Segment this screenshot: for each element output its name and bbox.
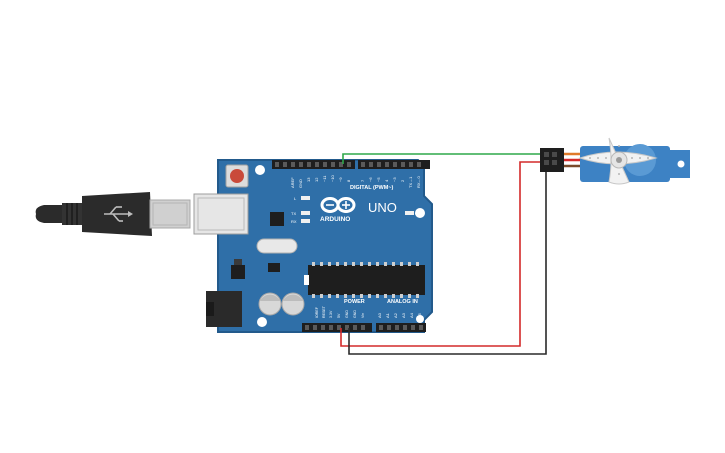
svg-text:A5: A5 xyxy=(417,312,422,318)
atmega-microcontroller-chip xyxy=(304,262,425,298)
status-leds: L TX RX ON xyxy=(291,196,421,224)
led-tx-label: TX xyxy=(291,211,296,216)
pin-label: ~6 xyxy=(368,177,373,182)
mounting-hole xyxy=(416,315,424,323)
analog-pin-labels: A0 A1 A2 A3 A4 A5 xyxy=(377,312,422,318)
mounting-hole xyxy=(415,208,425,218)
pin-label: 8 xyxy=(346,179,351,182)
pin-label: 2 xyxy=(400,179,405,182)
usb-plug-metal xyxy=(149,199,191,229)
usb-cable[interactable] xyxy=(35,192,191,236)
digital-pin-labels: AREF GND 13 12 ~11 ~10 ~9 8 7 ~6 ~5 4 ~3… xyxy=(290,174,421,188)
power-section-label: POWER xyxy=(344,299,365,305)
led-rx-label: RX xyxy=(291,219,297,224)
digital-pwm-label: DIGITAL (PWM~) xyxy=(350,185,394,191)
power-wire-5v[interactable] xyxy=(340,161,542,347)
svg-text:3.3V: 3.3V xyxy=(329,310,333,318)
pin-label: 4 xyxy=(384,179,389,182)
led-on-label: ON xyxy=(415,211,421,216)
svg-text:A1: A1 xyxy=(385,312,390,318)
voltage-regulator xyxy=(231,265,245,279)
analog-in-section-label: ANALOG IN xyxy=(387,299,418,305)
micro-servo[interactable] xyxy=(540,137,690,185)
led-l-label: L xyxy=(294,196,297,201)
reset-button[interactable] xyxy=(225,164,249,188)
small-component xyxy=(268,263,280,272)
pin-label: TX→1 xyxy=(408,176,413,188)
svg-text:GND: GND xyxy=(353,310,357,318)
uno-model-label: UNO xyxy=(368,200,397,215)
svg-text:RESET: RESET xyxy=(322,305,326,318)
signal-wire[interactable] xyxy=(342,153,542,164)
analog-header[interactable] xyxy=(376,323,426,332)
usb-cable-ribs xyxy=(62,203,84,225)
pin-label: RX←0 xyxy=(416,175,421,188)
crystal-oscillator xyxy=(256,238,298,254)
pin-label: ~11 xyxy=(322,175,327,182)
pin-label: ~3 xyxy=(392,177,397,182)
power-header[interactable] xyxy=(302,323,372,332)
pin-label: ~5 xyxy=(376,177,381,182)
pin-label-aref: AREF xyxy=(290,177,295,188)
usb-b-jack xyxy=(193,193,249,235)
mounting-hole xyxy=(255,165,265,175)
arduino-infinity-logo-icon xyxy=(320,197,356,213)
pin-label: 7 xyxy=(360,179,365,182)
pin-label: 12 xyxy=(314,177,319,182)
pin-label: 13 xyxy=(306,177,311,182)
pin-label: ~9 xyxy=(338,177,343,182)
pin-label-gnd: GND xyxy=(298,179,303,188)
svg-text:A2: A2 xyxy=(393,312,398,318)
mounting-hole xyxy=(257,317,267,327)
svg-text:Vin: Vin xyxy=(361,313,365,318)
power-pin-labels: IOREF RESET 3.3V 5V GND GND Vin xyxy=(315,305,365,318)
svg-text:IOREF: IOREF xyxy=(315,306,319,318)
pin-label: ~10 xyxy=(330,174,335,182)
capacitors xyxy=(258,292,305,316)
arduino-brand-label: ARDUINO xyxy=(320,216,350,223)
arduino-uno-board[interactable]: AREF GND 13 12 ~11 ~10 ~9 8 7 ~6 ~5 4 ~3… xyxy=(193,159,433,333)
usb-cable-strain-tip xyxy=(35,205,64,223)
svg-text:A3: A3 xyxy=(401,312,406,318)
usb-trident-icon xyxy=(104,206,133,222)
digital-header[interactable] xyxy=(272,160,430,169)
svg-text:5V: 5V xyxy=(337,313,341,318)
usb-controller-chip xyxy=(270,212,284,226)
svg-text:GND: GND xyxy=(345,310,349,318)
svg-text:A4: A4 xyxy=(409,312,414,318)
ground-wire[interactable] xyxy=(348,170,547,355)
svg-text:A0: A0 xyxy=(377,312,382,318)
